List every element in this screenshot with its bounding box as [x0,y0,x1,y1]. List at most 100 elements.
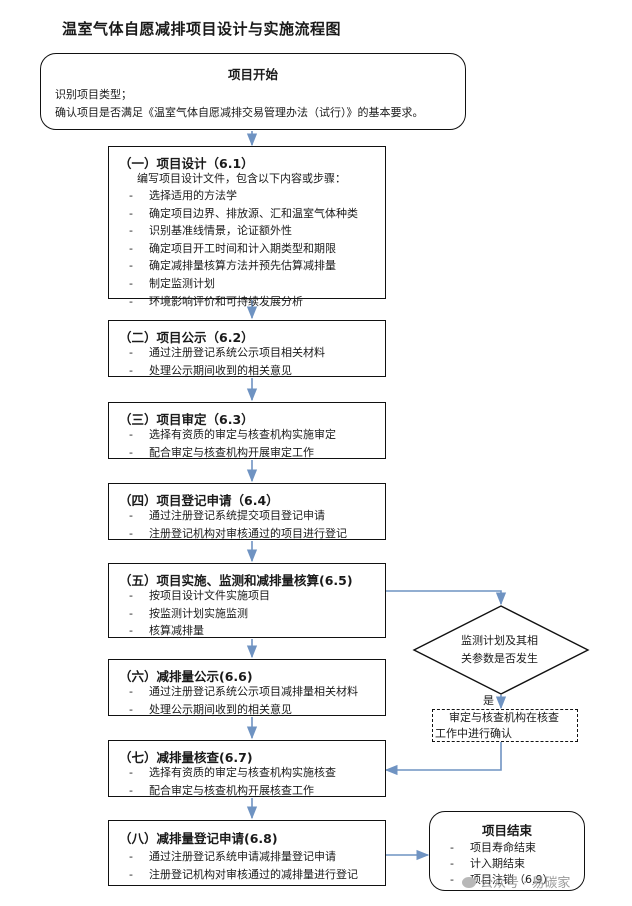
list-item: - 按监测计划实施监测 [119,605,270,623]
list-item: - 注册登记机构对审核通过的减排量进行登记 [119,866,358,884]
step-3-box: （三）项目审定（6.3） - 选择有资质的审定与核查机构实施审定 - 配合审定与核查… [108,402,386,459]
dash-marker: - [129,867,133,881]
end-box: 项目结束 - 项目寿命结束 -计入期结束 - 项目注销（6.9） [429,811,585,891]
dash-marker: - [450,841,454,854]
confirm-box: 审定与核查机构在核查 工作中进行确认 [432,709,578,742]
step-3-item-list: - 选择有资质的审定与核查机构实施审定 - 配合审定与核查机构开展审定工作 [119,426,336,461]
list-item: - 确定减排量核算方法并预先估算减排量 [119,257,358,275]
list-item: - 通过注册登记系统公示项目减排量相关材料 [119,683,358,701]
dash-marker: - [129,224,133,238]
list-item: -配合审定与核查机构开展核查工作 [119,782,336,800]
item-text: 选择有资质的审定与核查机构实施审定 [149,428,336,441]
list-item: - 选择有资质的审定与核查机构实施核查 [119,764,336,782]
item-text: 选择适用的方法学 [149,189,237,202]
item-text: 处理公示期间收到的相关意见 [149,363,292,377]
list-item: -注册登记机构对审核通过的项目进行登记 [119,525,347,543]
step-2-box: （二）项目公示（6.2） -通过注册登记系统公示项目相关材料 -处理公示期间收到… [108,320,386,377]
dash-marker: - [129,259,133,273]
start-line-1: 识别项目类型； [55,88,132,101]
start-line-2: 确认项目是否满足《温室气体自愿减排交易管理办法（试行）》的基本要求。 [55,106,424,119]
step-8-item-list: -通过注册登记系统申请减排量登记申请 - 注册登记机构对审核通过的减排量进行登记 [119,848,358,883]
wechat-icon [462,877,476,888]
dash-marker: - [129,526,133,540]
step-6-box: （六）减排量公示(6.6) - 通过注册登记系统公示项目减排量相关材料 -处理公示… [108,659,386,716]
item-text: 识别基准线情景，论证额外性 [149,224,292,238]
list-item: -计入期结束 [440,856,554,872]
list-item: - 选择适用的方法学 [119,187,358,205]
list-item: -制定监测计划 [119,275,358,293]
list-item: - 确定项目开工时间和计入期类型和期限 [119,240,358,258]
dash-marker: - [450,873,454,886]
list-item: - 项目寿命结束 [440,840,554,856]
list-item: - 通过注册登记系统提交项目登记申请 [119,507,347,525]
item-text: 环境影响评价和可持续发展分析 [149,294,303,308]
item-text: 通过注册登记系统提交项目登记申请 [149,509,325,522]
decision-line-2: 关参数是否发生 [461,652,538,665]
item-text: 项目注销（6.9） [470,873,554,886]
watermark-text: 公众号 · 易碳家 [480,876,571,891]
item-text: 配合审定与核查机构开展核查工作 [149,783,314,797]
dash-marker: - [129,606,133,620]
end-item-list: - 项目寿命结束 -计入期结束 - 项目注销（6.9） [440,840,554,888]
step-1-intro: 编写项目设计文件，包含以下内容或步骤： [137,172,346,185]
item-text: 确定减排量核算方法并预先估算减排量 [149,259,336,273]
dash-marker: - [129,445,133,459]
dash-marker: - [129,346,133,359]
list-item: - 项目注销（6.9） [440,872,554,888]
list-item: -处理公示期间收到的相关意见 [119,701,358,719]
step-1-item-list: - 选择适用的方法学 - 确定项目边界、排放源、汇和温室气体种类 - 识别基准线情景，… [119,187,358,310]
dash-marker: - [129,363,133,377]
watermark: 公众号 · 易碳家 [462,872,570,891]
arrow-confirm-to-step7 [384,742,502,776]
dash-marker: - [129,589,133,602]
list-item: - 识别基准线情景，论证额外性 [119,222,358,240]
step-5-box: （五）项目实施、监测和减排量核算(6.5) -按项目设计文件实施项目 -按监测计… [108,563,386,638]
step-3-heading: （三）项目审定（6.3） [119,412,254,427]
step-6-heading: （六）减排量公示(6.6) [119,669,253,684]
dash-marker: - [129,276,133,290]
diagram-title: 温室气体自愿减排项目设计与实施流程图 [62,20,342,38]
start-box: 项目开始 识别项目类型； 确认项目是否满足《温室气体自愿减排交易管理办法（试行）… [40,53,466,130]
dash-marker: - [129,685,133,698]
dash-marker: - [129,702,133,716]
step-8-heading: （八）减排量登记申请(6.8) [119,831,278,846]
step-1-heading: （一）项目设计（6.1） [119,156,254,171]
step-7-item-list: - 选择有资质的审定与核查机构实施核查 -配合审定与核查机构开展核查工作 [119,764,336,799]
confirm-line-2: 工作中进行确认 [435,727,512,740]
item-text: 注册登记机构对审核通过的减排量进行登记 [149,867,358,881]
dash-marker: - [129,509,133,522]
dash-marker: - [129,766,133,779]
end-heading: 项目结束 [481,823,532,838]
step-7-box: （七）减排量核查(6.7) - 选择有资质的审定与核查机构实施核查 -配合审定与核… [108,740,386,797]
list-item: - 通过注册登记系统公示项目相关材料 [119,344,325,362]
item-text: 按监测计划实施监测 [149,606,248,620]
step-4-box: （四）项目登记申请（6.4） - 通过注册登记系统提交项目登记申请 -注册登记机构… [108,483,386,540]
item-text: 确定项目开工时间和计入期类型和期限 [149,241,336,255]
dash-marker: - [129,241,133,255]
item-text: 确定项目边界、排放源、汇和温室气体种类 [149,206,358,220]
item-text: 项目寿命结束 [470,841,536,854]
dash-marker: - [129,624,133,638]
item-text: 配合审定与核查机构开展审定工作 [149,445,314,459]
dash-marker: - [129,294,133,308]
step-5-item-list: -按项目设计文件实施项目 -按监测计划实施监测 -核算减排量 [119,587,270,640]
dash-marker: - [129,189,133,202]
dash-marker: - [129,206,133,220]
item-text: 通过注册登记系统公示项目减排量相关材料 [149,685,358,698]
list-item: - 配合审定与核查机构开展审定工作 [119,444,336,462]
step-7-heading: （七）减排量核查(6.7) [119,750,253,765]
item-text: 通过注册登记系统公示项目相关材料 [149,346,325,359]
item-text: 选择有资质的审定与核查机构实施核查 [149,766,336,779]
step-6-item-list: - 通过注册登记系统公示项目减排量相关材料 -处理公示期间收到的相关意见 [119,683,358,718]
item-text: 按项目设计文件实施项目 [149,589,270,602]
list-item: -通过注册登记系统申请减排量登记申请 [119,848,358,866]
dash-marker: - [129,428,133,441]
decision-diamond [412,605,590,695]
step-4-heading: （四）项目登记申请（6.4） [119,493,279,508]
decision-line-1: 监测计划及其相 [461,634,538,647]
item-text: 计入期结束 [470,857,525,870]
dash-marker: - [129,850,133,863]
step-1-box: （一）项目设计（6.1） 编写项目设计文件，包含以下内容或步骤： - 选择适用的方… [108,146,386,308]
arrow-step5-to-decision [386,590,507,606]
